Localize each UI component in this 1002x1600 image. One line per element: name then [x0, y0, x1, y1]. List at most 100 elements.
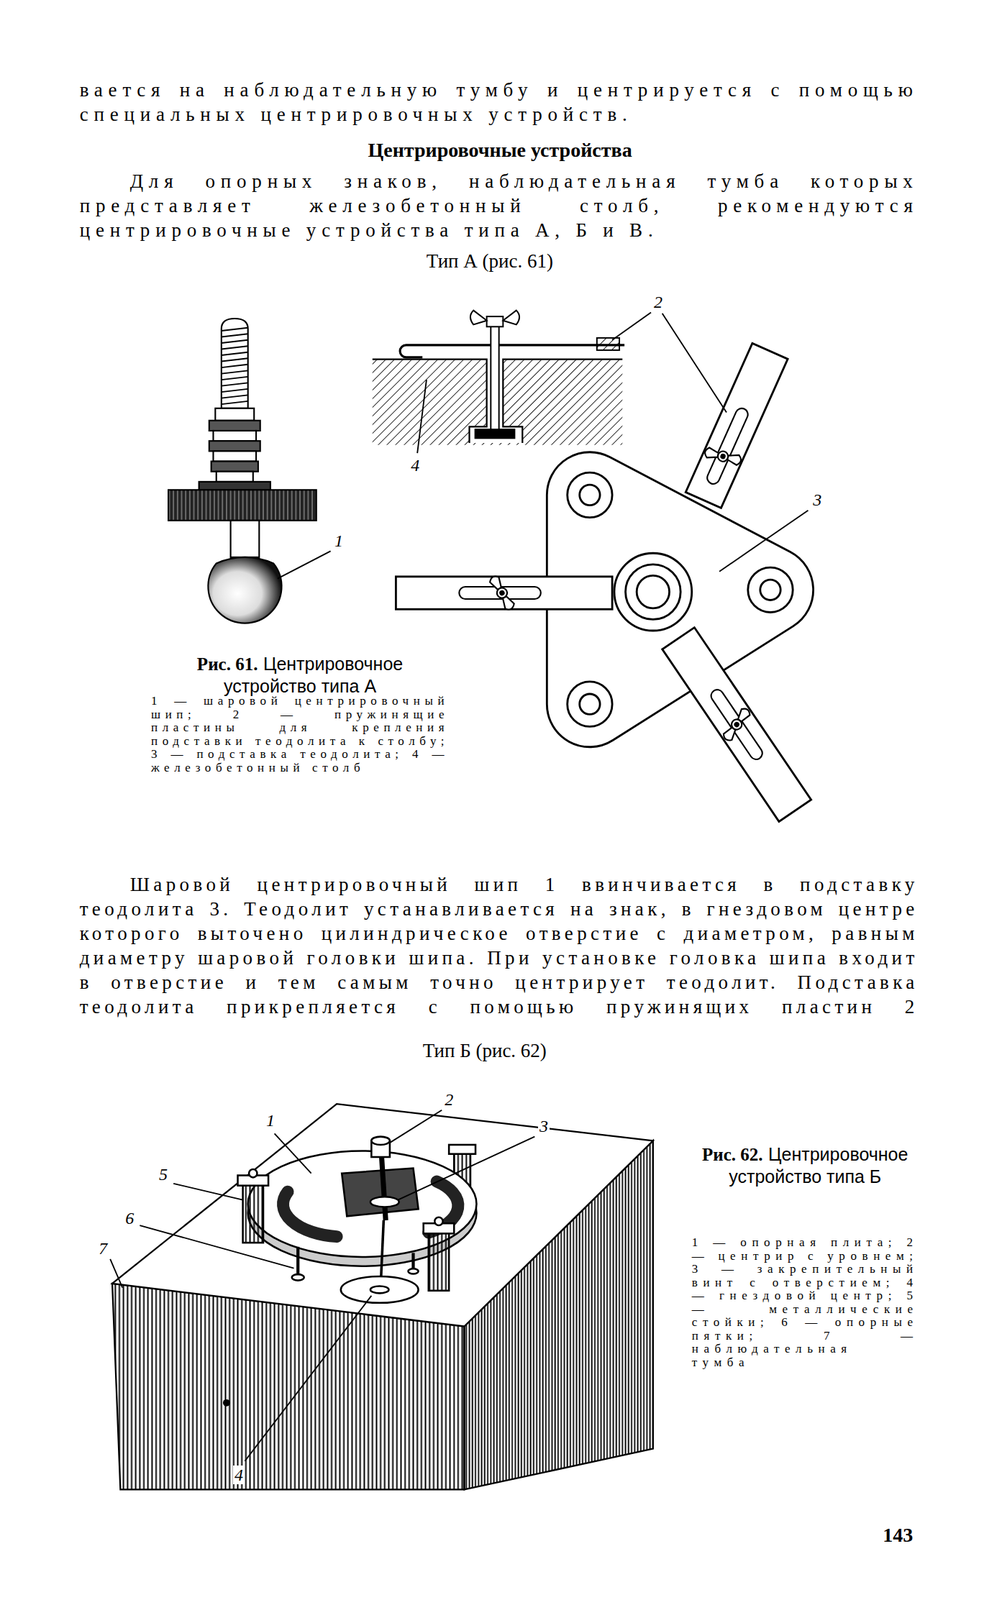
spring-plate — [704, 406, 750, 487]
observation-pillar — [112, 1104, 654, 1327]
leader-line — [612, 312, 651, 340]
ball-pin — [221, 364, 249, 368]
spring-plate — [685, 343, 788, 508]
pillar-section — [469, 426, 523, 444]
theodolite-base — [567, 681, 613, 727]
callout-number: 5 — [157, 1165, 170, 1184]
ball-pin — [221, 333, 249, 337]
leader-line — [173, 1183, 243, 1201]
spring-plate — [721, 707, 751, 744]
leader-line — [110, 1259, 123, 1289]
figure-legend: 1 — опорная плита; 2 — центрир с уровнем… — [691, 1236, 919, 1370]
ball-pin — [212, 451, 257, 462]
pillar-section — [490, 324, 499, 431]
centering-device — [243, 1183, 264, 1243]
leader-line — [417, 379, 427, 454]
leader-line — [397, 1137, 535, 1201]
body-text: Шаровой центрировочный шип 1 ввинчиваетс… — [79, 872, 919, 1020]
figure-number: Рис. 61. — [197, 654, 259, 674]
pillar-section — [399, 345, 625, 358]
callout-number: 3 — [811, 490, 823, 510]
subheading: Тип А (рис. 61) — [426, 248, 554, 274]
ball-pin — [221, 389, 249, 393]
observation-pillar — [112, 1104, 654, 1490]
callout-number: 2 — [443, 1090, 455, 1110]
subheading: Тип Б (рис. 62) — [422, 1038, 547, 1064]
ball-pin — [209, 420, 261, 431]
pillar-section — [474, 428, 516, 439]
callout-number: 7 — [97, 1239, 109, 1259]
ball-pin — [221, 340, 249, 344]
leader-line — [244, 1296, 372, 1462]
ball-pin — [207, 557, 282, 624]
pillar-section — [372, 310, 625, 446]
ball-pin — [221, 376, 249, 380]
centering-device — [381, 1157, 387, 1221]
spring-plate — [395, 574, 613, 612]
pillar-section — [470, 310, 520, 326]
ball-pin — [215, 408, 254, 421]
ball-pin — [221, 394, 249, 398]
body-text: Для опорных знаков, наблюдательная тумба… — [79, 169, 919, 243]
ball-pin — [221, 382, 249, 386]
ball-pin — [221, 345, 249, 349]
leader-line — [277, 550, 331, 579]
section-heading: Центрировочные устройства — [368, 138, 633, 163]
spring-plate — [662, 627, 812, 823]
leader-line — [277, 312, 809, 579]
leader-line — [274, 1133, 312, 1174]
ball-pin — [221, 358, 249, 362]
callout-number: 2 — [652, 292, 664, 312]
theodolite-base — [579, 694, 600, 715]
figure-number: Рис. 62. — [702, 1145, 764, 1165]
centering-device — [340, 1276, 419, 1304]
page-number: 143 — [882, 1524, 913, 1548]
ball-pin — [216, 471, 254, 482]
centering-device — [407, 1268, 418, 1274]
ball-pin — [230, 520, 260, 558]
pillar-section — [486, 316, 504, 327]
spring-plate — [685, 343, 788, 508]
ball-pin — [221, 401, 249, 405]
ball-pin — [221, 328, 249, 331]
spring-plate — [708, 687, 765, 763]
spring-plate — [662, 627, 812, 823]
callout-number: 6 — [123, 1209, 136, 1228]
leader-line — [662, 313, 727, 413]
spring-plate — [704, 447, 743, 467]
ball-pin — [209, 440, 261, 452]
callout-number: 4 — [409, 456, 421, 475]
centering-device — [238, 1137, 477, 1304]
centering-device — [370, 1196, 400, 1208]
spring-plate — [488, 574, 516, 612]
centering-device — [341, 1168, 418, 1218]
centering-device — [248, 1169, 257, 1178]
centering-device — [283, 1191, 338, 1237]
theodolite-base — [636, 575, 669, 608]
ball-pin — [199, 481, 271, 490]
leader-line — [139, 1225, 294, 1269]
ball-pin — [221, 352, 249, 356]
theodolite-base — [748, 567, 793, 613]
centering-device — [428, 1232, 449, 1292]
callout-number: 1 — [264, 1111, 277, 1131]
ball-pin — [168, 489, 317, 521]
centering-device — [296, 1247, 300, 1277]
figure-caption: Рис. 61.Центрировочное устройство типа А — [151, 653, 449, 698]
leader-line — [719, 510, 808, 572]
callout-number: 1 — [333, 531, 345, 551]
theodolite-base — [760, 579, 781, 600]
centering-device — [370, 1286, 390, 1294]
theodolite-base — [614, 553, 692, 631]
ball-pin — [211, 461, 259, 472]
leader-line — [389, 1110, 442, 1143]
body-text: вается на наблюдательную тумбу и центрир… — [79, 77, 919, 127]
leader-line — [110, 1110, 535, 1462]
callout-number: 4 — [233, 1465, 245, 1485]
centering-device — [292, 1274, 305, 1282]
observation-pillar — [222, 1399, 231, 1407]
ball-pin — [168, 318, 317, 624]
figure-caption: Рис. 62.Центрировочное устройство типа Б — [691, 1143, 919, 1188]
centering-device — [448, 1145, 476, 1155]
